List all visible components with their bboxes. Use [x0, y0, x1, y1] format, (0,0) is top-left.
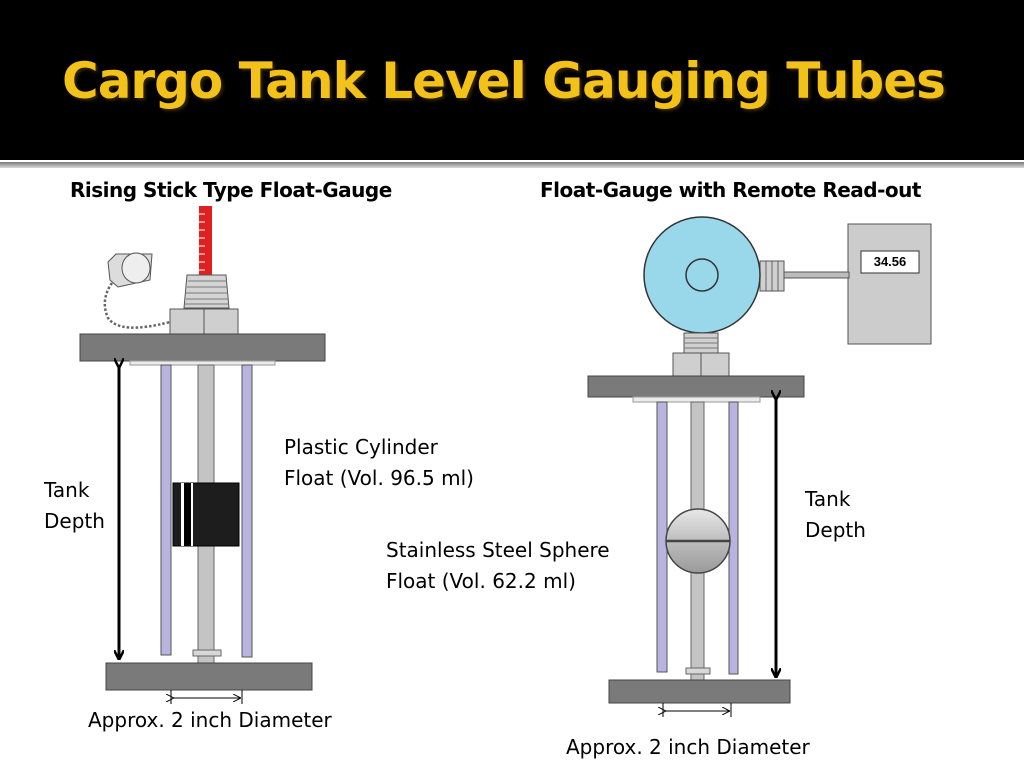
right-tank-depth-line2: Depth [805, 518, 866, 542]
sphere-float-label-line1: Stainless Steel Sphere [386, 538, 610, 562]
cylinder-float-label-line2: Float (Vol. 96.5 ml) [284, 466, 474, 490]
readout-display [860, 250, 920, 274]
title-bar [0, 0, 1024, 160]
cylinder-float-label: Plastic Cylinder Float (Vol. 96.5 ml) [284, 432, 474, 494]
left-tank-depth-label: Tank Depth [44, 475, 105, 537]
readout-value: 34.56 [873, 254, 907, 269]
sphere-float-label: Stainless Steel Sphere Float (Vol. 62.2 … [386, 535, 610, 597]
sphere-float-label-line2: Float (Vol. 62.2 ml) [386, 569, 576, 593]
top-tank-plate [79, 333, 326, 362]
rising-stick-gauge [79, 206, 326, 704]
left-gauge-heading: Rising Stick Type Float-Gauge [70, 178, 392, 202]
tube-wall-left [160, 364, 172, 656]
remote-readout-gauge [587, 216, 932, 717]
right-diameter-label: Approx. 2 inch Diameter [566, 735, 810, 759]
right-gauge-heading: Float-Gauge with Remote Read-out [540, 178, 921, 202]
diameter-dimension [171, 690, 243, 704]
tube-wall-right [241, 364, 253, 658]
transmitter-arm [782, 271, 850, 279]
top-tank-plate-right [587, 375, 805, 398]
bottom-tank-plate [105, 662, 313, 691]
left-tank-depth-line2: Depth [44, 509, 105, 533]
red-measuring-stick [199, 206, 212, 278]
left-diameter-label: Approx. 2 inch Diameter [88, 708, 332, 732]
dust-cap-with-chain [103, 252, 171, 329]
dial-hub [685, 258, 719, 292]
threaded-collar [183, 274, 230, 309]
bottom-tank-plate-right [608, 679, 791, 704]
right-tank-depth-line1: Tank [805, 487, 851, 511]
page-title: Cargo Tank Level Gauging Tubes [62, 52, 946, 110]
left-tank-depth-line1: Tank [44, 478, 90, 502]
diameter-dimension-right [663, 703, 732, 717]
cylinder-float-label-line1: Plastic Cylinder [284, 435, 438, 459]
remote-readout-box [847, 223, 932, 345]
right-tank-depth-label: Tank Depth [805, 484, 866, 546]
stick-scale-marks [199, 213, 205, 271]
title-divider [0, 162, 1024, 168]
